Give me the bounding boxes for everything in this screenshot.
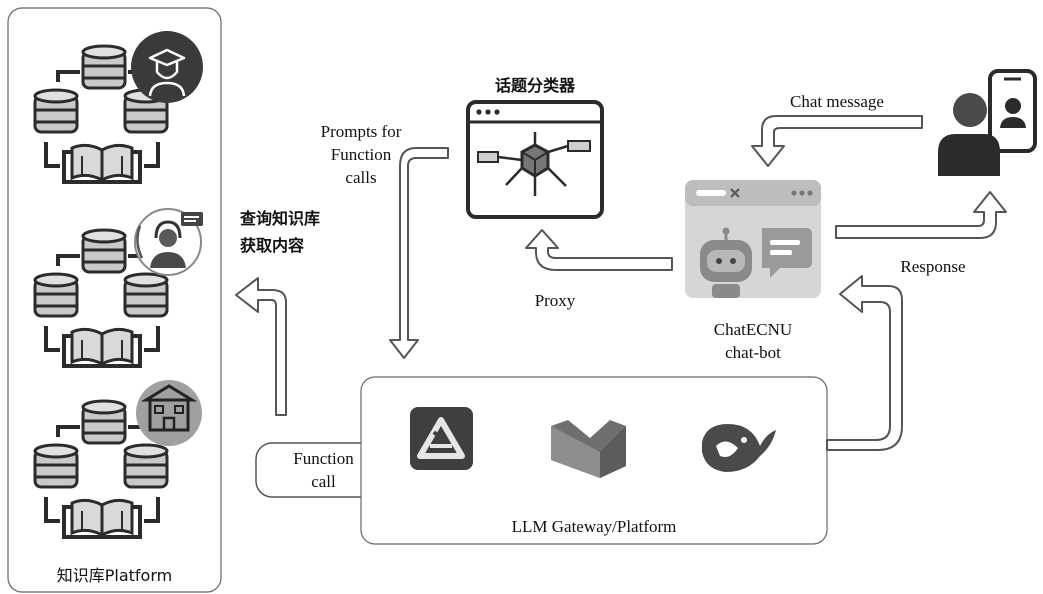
llm-gateway-title: LLM Gateway/Platform [511,517,677,536]
query-knowledge-label-line1: 查询知识库 [240,209,321,228]
chat-message-arrow [751,115,923,167]
topic-classifier-window [466,100,604,219]
function-call-label-line1: Function [293,449,354,468]
qwen-logo-icon [410,407,473,470]
prompts-label-line3: calls [345,168,377,187]
deepseek-whale-icon [702,424,776,472]
chatbot-label-line2: chat-bot [725,343,781,362]
query-arrow [235,277,287,416]
function-call-label-line2: call [311,472,336,491]
prompts-label-line1: Prompts for [320,122,402,141]
topic-classifier-title: 话题分类器 [494,76,575,95]
robot-icon [700,227,812,298]
user-phone-icon [938,69,1037,176]
chat-message-label: Chat message [790,92,884,111]
headset-agent-icon [134,208,203,276]
building-icon [136,380,202,446]
prompts-label-line2: Function [330,145,392,164]
graduate-icon [131,31,203,103]
proxy-label: Proxy [534,291,576,310]
response-arrow [835,191,1007,239]
chatbot-label-line1: ChatECNU [713,320,793,339]
knowledge-platform-title: 知识库Platform [56,566,173,585]
response-up-arrow [826,275,903,451]
query-knowledge-label-line2: 获取内容 [240,236,305,255]
response-label: Response [900,257,966,276]
mistral-logo-icon [551,420,626,478]
proxy-arrow [525,229,673,271]
prompts-arrow [389,147,449,359]
